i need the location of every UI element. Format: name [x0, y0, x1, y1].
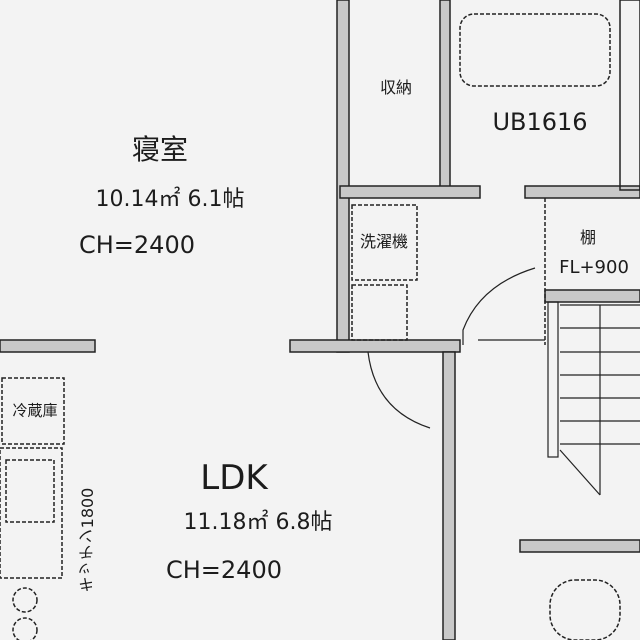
washer-pan	[351, 284, 408, 341]
toilet	[549, 579, 621, 640]
closet-right-wall	[439, 0, 451, 193]
fixtures	[0, 13, 621, 640]
wall-segment	[524, 185, 640, 199]
bedroom-area: 10.14㎡ 6.1帖	[95, 187, 245, 212]
ldk-ceiling: CH=2400	[166, 556, 282, 584]
kitchen-label: キッチン1800	[78, 487, 97, 593]
fridge-label: 冷蔵庫	[12, 401, 58, 420]
stairs	[547, 301, 640, 496]
bedroom-label: 寝室	[131, 133, 189, 166]
kitchen-counter	[0, 447, 63, 579]
ldk-right-wall	[442, 351, 456, 640]
ldk-label: LDK	[200, 458, 268, 498]
bath-wall	[619, 0, 640, 191]
burner	[12, 587, 38, 613]
closet-label: 収納	[379, 78, 413, 97]
fridge-space	[1, 377, 65, 445]
door-swings	[367, 267, 545, 429]
stair-top-wall	[544, 289, 640, 303]
bedroom-right-wall	[336, 0, 350, 353]
ldk-area: 11.18㎡ 6.8帖	[183, 510, 333, 535]
bath-label: UB1616	[492, 108, 588, 136]
burner	[12, 617, 38, 640]
shelf-level: FL+900	[559, 257, 629, 278]
washer-space	[351, 204, 418, 281]
wall-segment	[0, 339, 96, 353]
bedroom-ceiling: CH=2400	[79, 231, 195, 259]
laundry-top-wall	[339, 185, 481, 199]
wall-segment	[289, 339, 461, 353]
laundry-label: 洗濯機	[359, 232, 409, 251]
sink	[5, 459, 55, 523]
hall-bottom-wall	[519, 539, 640, 553]
shelf-label: 棚	[579, 228, 597, 247]
bathtub	[459, 13, 611, 87]
